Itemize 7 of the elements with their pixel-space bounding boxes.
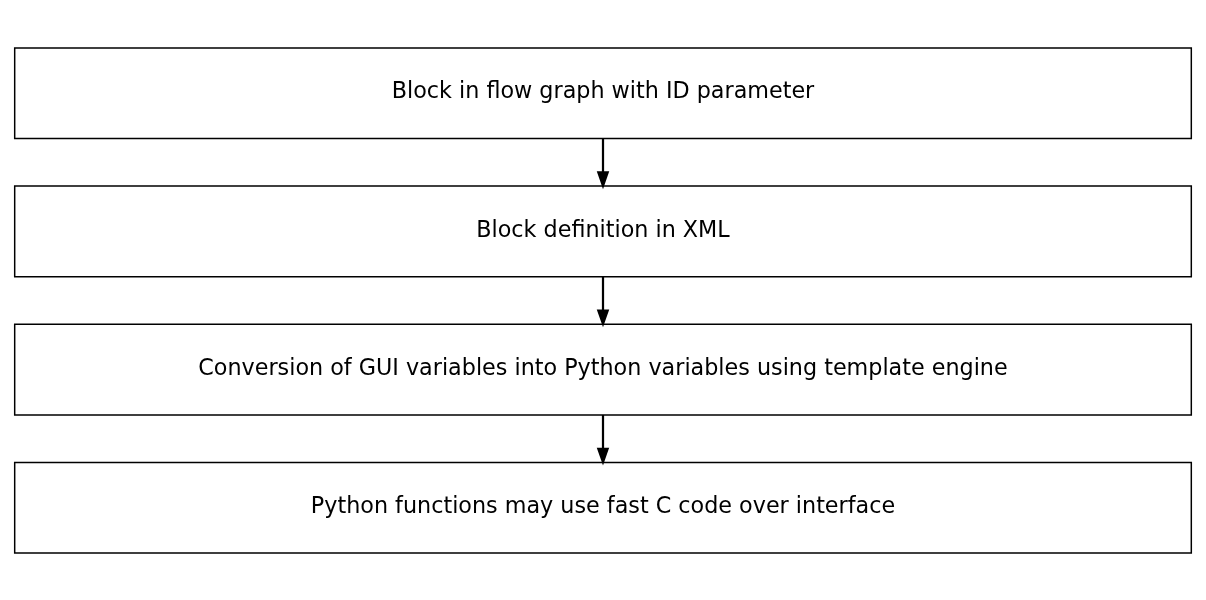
node-box: Conversion of GUI variables into Python variables using template engine xyxy=(13,323,1193,416)
arrow xyxy=(596,276,610,327)
node-box: Block definition in XML xyxy=(13,184,1193,277)
arrow xyxy=(596,138,610,189)
node-box: Block in flow graph with ID parameter xyxy=(13,46,1193,139)
node-box: Python functions may use fast C code over interface xyxy=(13,461,1193,554)
arrow xyxy=(596,414,610,465)
